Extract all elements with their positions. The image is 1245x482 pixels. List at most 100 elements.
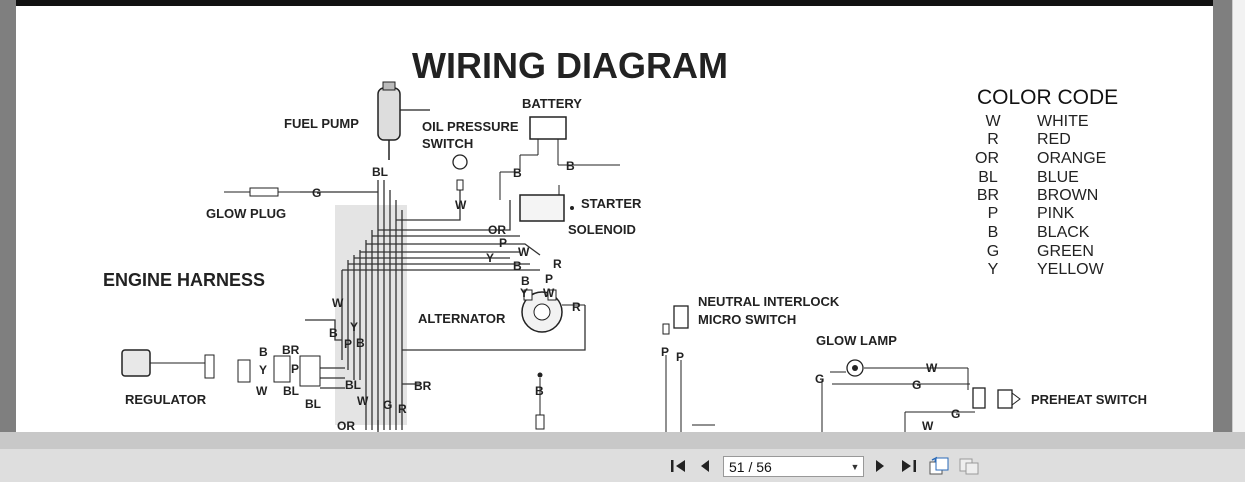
next-page-button[interactable]: [872, 456, 888, 476]
wire-tag-y-reg: Y: [259, 363, 267, 377]
wire-tag-r-alt2: R: [572, 300, 581, 314]
wire-tag-w-lamp: W: [926, 361, 938, 375]
color-code-name: BROWN: [1037, 187, 1098, 204]
wire-tag-b-center: B: [535, 384, 544, 398]
thumbnails-button[interactable]: [958, 456, 980, 476]
wire-tag-w-reg: W: [256, 384, 268, 398]
wire-tag-p-reg: P: [291, 362, 299, 376]
color-code-name: GREEN: [1037, 243, 1094, 260]
wire-tag-r-harness: R: [398, 402, 407, 416]
wire-tag-w-preheat: W: [922, 419, 934, 432]
wire-tag-bl: BL: [372, 165, 388, 179]
toolbar-top-strip: [0, 432, 1245, 449]
wire-tag-y-alt: Y: [520, 286, 528, 300]
rotate-page-button[interactable]: [928, 456, 950, 476]
wire-tag-g-lamp: G: [815, 372, 824, 386]
wire-tag-b-alt2: B: [521, 274, 530, 288]
preheat-switch-label: PREHEAT SWITCH: [1031, 392, 1147, 407]
next-icon: [876, 460, 884, 472]
wire-tag-b-starter: B: [513, 166, 522, 180]
battery-label: BATTERY: [522, 96, 582, 111]
color-code-name: ORANGE: [1037, 150, 1106, 167]
diagram-title: WIRING DIAGRAM: [412, 45, 728, 86]
fuel-pump-icon: [377, 81, 430, 160]
wire-tag-br-reg: BR: [282, 343, 300, 357]
wire-tag-bl-harness2: BL: [305, 397, 321, 411]
thumbnails-icon: [959, 458, 979, 475]
wire-tag-or-harness: OR: [337, 419, 355, 432]
fuel-pump-label: FUEL PUMP: [284, 116, 359, 131]
glow-plug-label: GLOW PLUG: [206, 206, 286, 221]
wire-tag-w-harness: W: [332, 296, 344, 310]
wire-tag-g-lamp2: G: [912, 378, 921, 392]
previous-page-button[interactable]: [696, 456, 714, 476]
color-code-name: YELLOW: [1037, 261, 1105, 278]
oil-pressure-switch-icon: [452, 154, 468, 191]
wire-tag-w-harness2: W: [357, 394, 369, 408]
neutral-interlock-label: NEUTRAL INTERLOCK: [698, 294, 840, 309]
color-code-name: PINK: [1037, 205, 1075, 222]
starter-solenoid-icon: [519, 185, 574, 222]
regulator-icon: [121, 349, 321, 387]
wire-tag-b-reg: B: [259, 345, 268, 359]
preheat-switch-icon: [972, 387, 1021, 409]
wire-tag-b-alt1: B: [513, 259, 522, 273]
oil-switch-label: SWITCH: [422, 136, 473, 151]
solenoid-label: SOLENOID: [568, 222, 636, 237]
color-code-name: BLACK: [1037, 224, 1090, 241]
color-code-name: WHITE: [1037, 113, 1089, 130]
wire-tag-b-battery: B: [566, 159, 575, 173]
wire-tag-g-preheat: G: [951, 407, 960, 421]
color-code-abbr: Y: [988, 261, 999, 278]
wire-tag-bl-reg: BL: [283, 384, 299, 398]
wire-tag-br-harness: BR: [414, 379, 432, 393]
harness-shading: [335, 205, 407, 425]
last-page-button[interactable]: [898, 456, 920, 476]
wire-tag-w-alt: W: [543, 286, 555, 300]
battery-icon: [499, 116, 620, 200]
chevron-down-icon: ▼: [850, 461, 860, 472]
color-code-abbr: B: [988, 224, 999, 241]
skip-last-icon: [902, 460, 916, 472]
first-page-button[interactable]: [668, 456, 688, 476]
pdf-page: WIRING DIAGRAM: [16, 0, 1213, 432]
color-code-abbr: OR: [975, 150, 999, 167]
fuse-icon: [535, 372, 545, 430]
color-code-name: BLUE: [1037, 169, 1079, 186]
color-code-abbr: W: [985, 113, 1001, 130]
wire-tag-p-harness: P: [344, 337, 352, 351]
harness-wires: [300, 180, 586, 432]
page-number-select[interactable]: 51 / 56 ▼: [723, 456, 864, 477]
oil-pressure-label: OIL PRESSURE: [422, 119, 519, 134]
page-top-band: [16, 0, 1213, 6]
color-code-heading: COLOR CODE: [977, 86, 1118, 109]
wire-tag-p-interlock1: P: [661, 345, 669, 359]
wire-tag-p-alt: P: [545, 272, 553, 286]
wiring-diagram: WIRING DIAGRAM: [103, 45, 1147, 432]
color-code-abbr: R: [987, 131, 999, 148]
color-code-abbr: G: [987, 243, 999, 260]
wire-tag-r-alt1: R: [553, 257, 562, 271]
starter-label: STARTER: [581, 196, 642, 211]
wire-tag-g-glow: G: [312, 186, 321, 200]
glow-lamp-icon: [821, 359, 975, 432]
color-code-table: W WHITE R RED OR ORANGE BL BLUE BR BROWN…: [975, 113, 1106, 278]
color-code-abbr: BR: [977, 187, 999, 204]
document-viewer: WIRING DIAGRAM: [16, 0, 1245, 432]
wire-tag-w-oil: W: [455, 198, 467, 212]
wire-tag-b-harness2: B: [356, 336, 365, 350]
wire-tag-g-harness: G: [383, 398, 392, 412]
glow-lamp-label: GLOW LAMP: [816, 333, 897, 348]
neutral-interlock-icon: [662, 305, 715, 432]
page-indicator: 51 / 56: [729, 458, 772, 475]
skip-first-icon: [671, 460, 685, 472]
vertical-scrollbar[interactable]: [1232, 0, 1245, 432]
prev-icon: [701, 460, 709, 472]
glow-plug-icon: [224, 187, 300, 197]
alternator-label: ALTERNATOR: [418, 311, 506, 326]
engine-harness-label: ENGINE HARNESS: [103, 270, 265, 290]
wire-tag-bl-harness: BL: [345, 378, 361, 392]
page-rotate-icon: [929, 456, 949, 475]
wire-tag-p-interlock2: P: [676, 350, 684, 364]
wire-tag-or-solenoid: OR: [488, 223, 506, 237]
